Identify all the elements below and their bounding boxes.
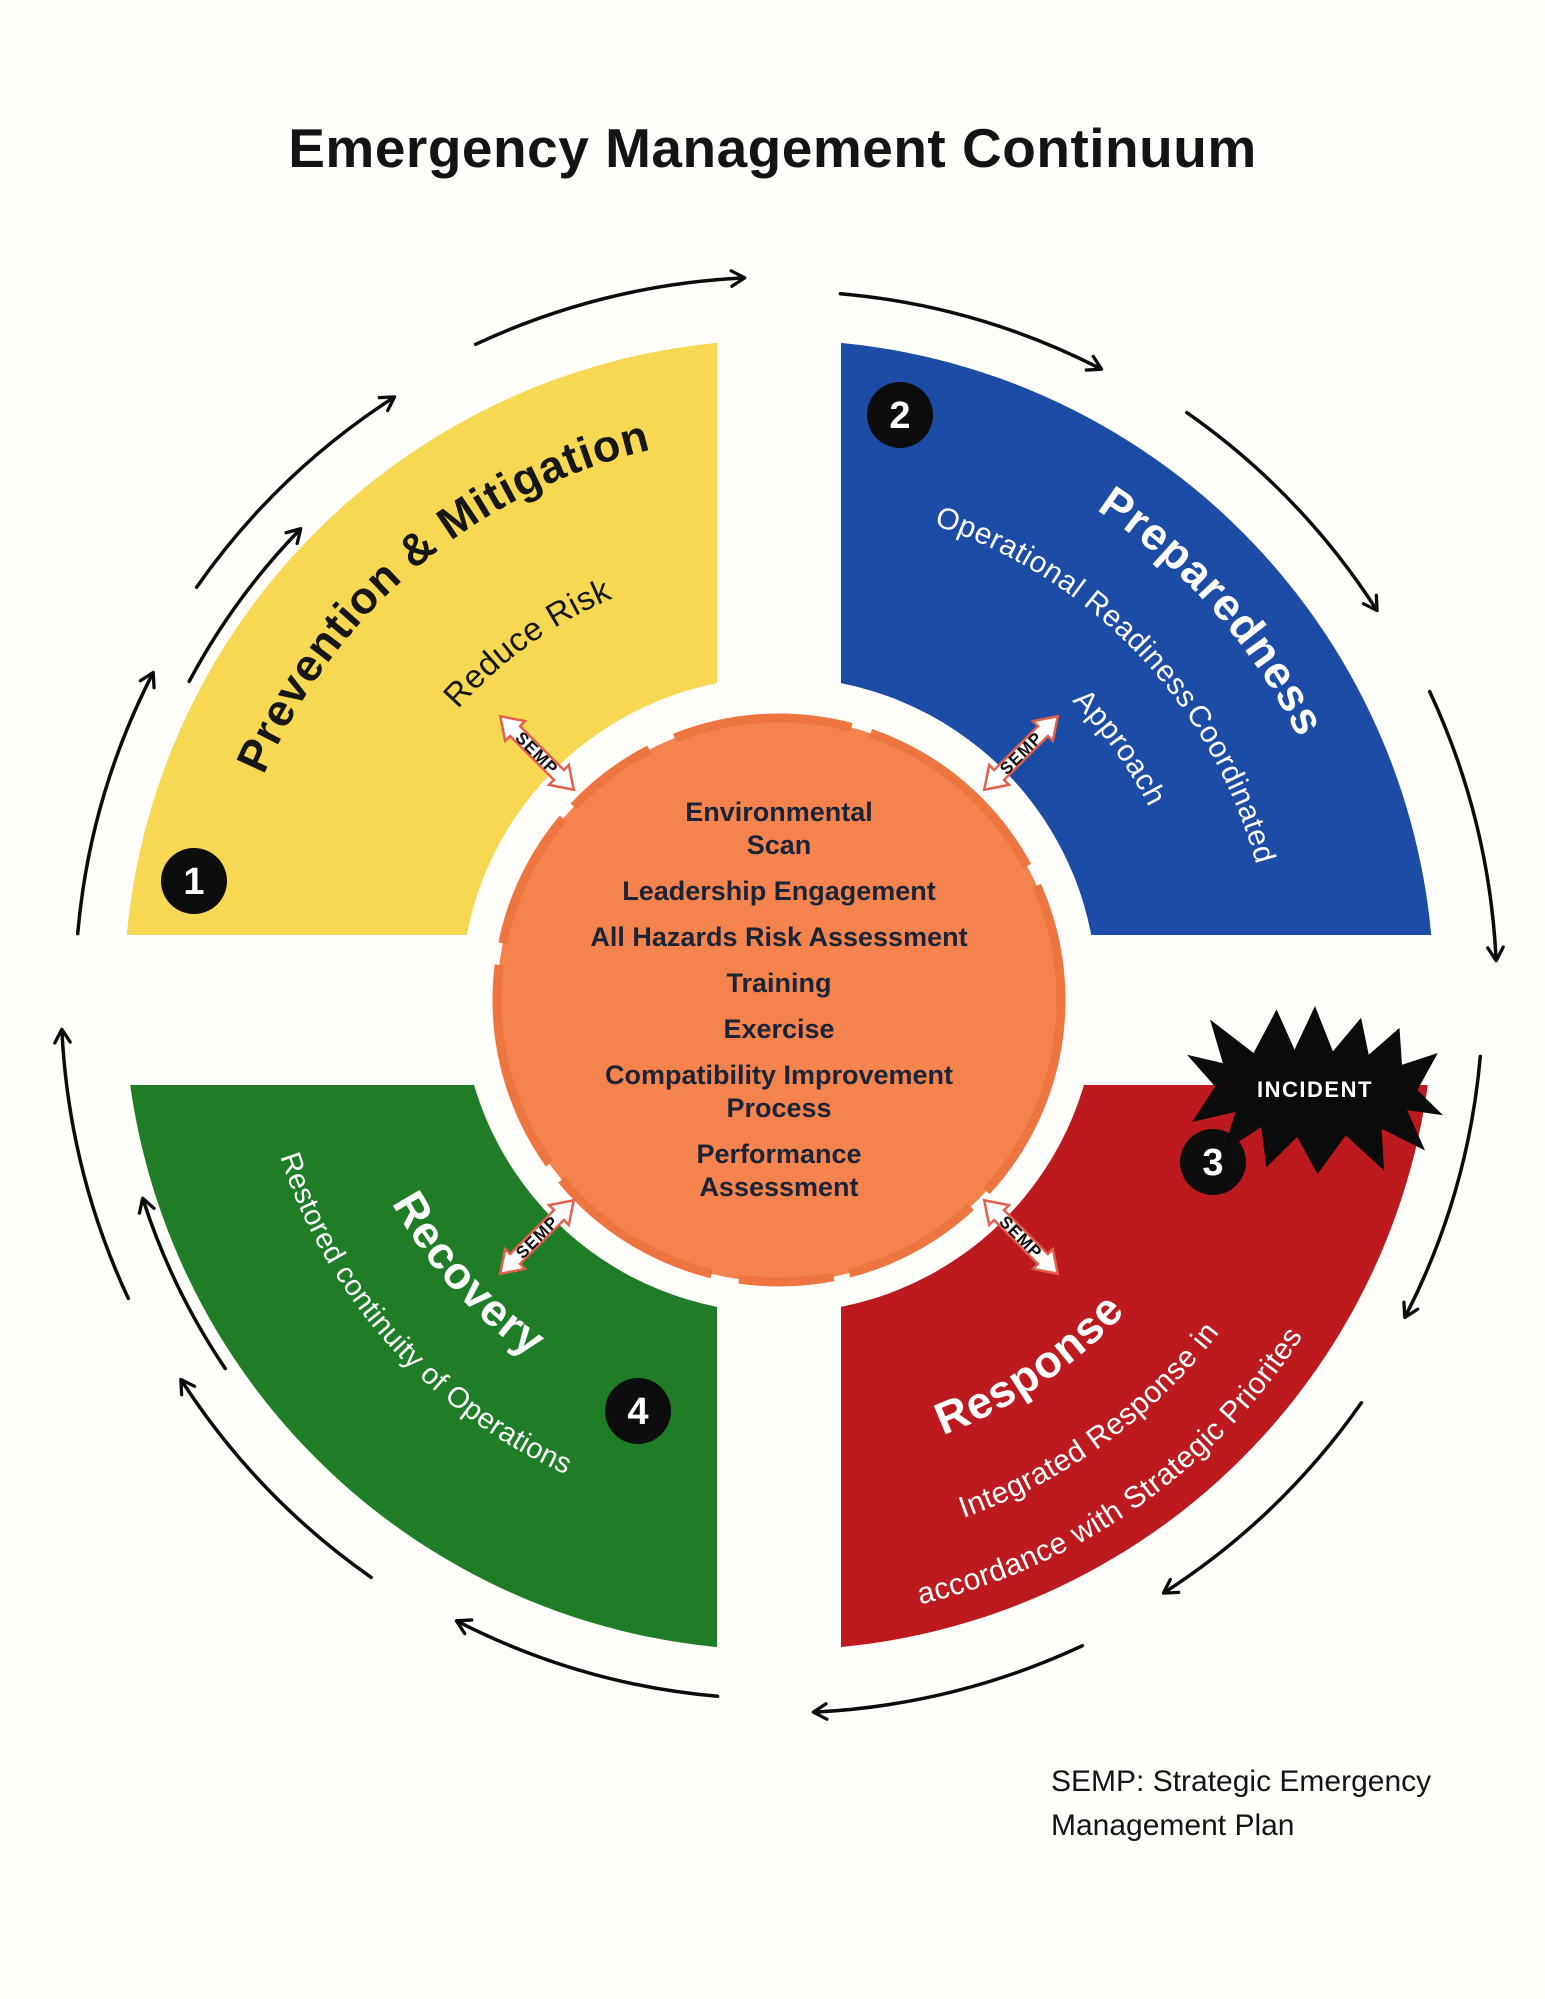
center-circle: [492, 713, 1066, 1287]
quadrant-prevention-mitigation: [124, 340, 779, 995]
center-activities-list: Environmental Scan Leadership Engagement…: [519, 745, 1039, 1255]
cycle-arrow: [1427, 689, 1505, 963]
cycle-arrow: [53, 1027, 131, 1301]
quadrant-preparedness: [779, 340, 1434, 995]
svg-text:4: 4: [627, 1391, 648, 1433]
cycle-arrow: [179, 1377, 373, 1580]
svg-text:2: 2: [889, 395, 910, 437]
svg-text:3: 3: [1202, 1142, 1223, 1184]
cycle-arrow: [838, 291, 1104, 372]
step-1-badge: 1: [161, 848, 227, 914]
cycle-arrow: [454, 1618, 720, 1699]
cycle-arrows: [53, 269, 1505, 1721]
cycle-arrow: [194, 395, 397, 589]
cycle-arrow: [1161, 1401, 1364, 1595]
cycle-arrow: [811, 1643, 1085, 1721]
cycle-arrow: [187, 526, 303, 684]
center-item: All Hazards Risk Assessment: [590, 922, 968, 953]
incident-label: INCIDENT: [1257, 1077, 1373, 1102]
cycle-arrow: [473, 269, 747, 347]
cycle-arrow: [137, 1196, 227, 1371]
step-2-badge: 2: [867, 382, 933, 448]
center-item: Environmental Scan: [685, 797, 873, 861]
semp-legend: SEMP: Strategic Emergency Management Pla…: [1051, 1765, 1432, 1842]
center-item: Exercise: [723, 1014, 835, 1044]
quadrant-recovery: [124, 995, 779, 1650]
step-4-badge: 4: [605, 1378, 671, 1444]
center-item: Compatibility Improvement Process: [604, 1059, 954, 1123]
cycle-arrow: [1185, 410, 1379, 613]
cycle-arrow: [75, 670, 156, 936]
center-item: Leadership Engagement: [622, 876, 936, 907]
svg-text:1: 1: [183, 861, 204, 903]
center-item: Training: [726, 968, 832, 999]
page-title: Emergency Management Continuum: [288, 117, 1257, 179]
center-item: Performance Assessment: [696, 1138, 862, 1202]
cycle-arrow: [1402, 1054, 1483, 1320]
